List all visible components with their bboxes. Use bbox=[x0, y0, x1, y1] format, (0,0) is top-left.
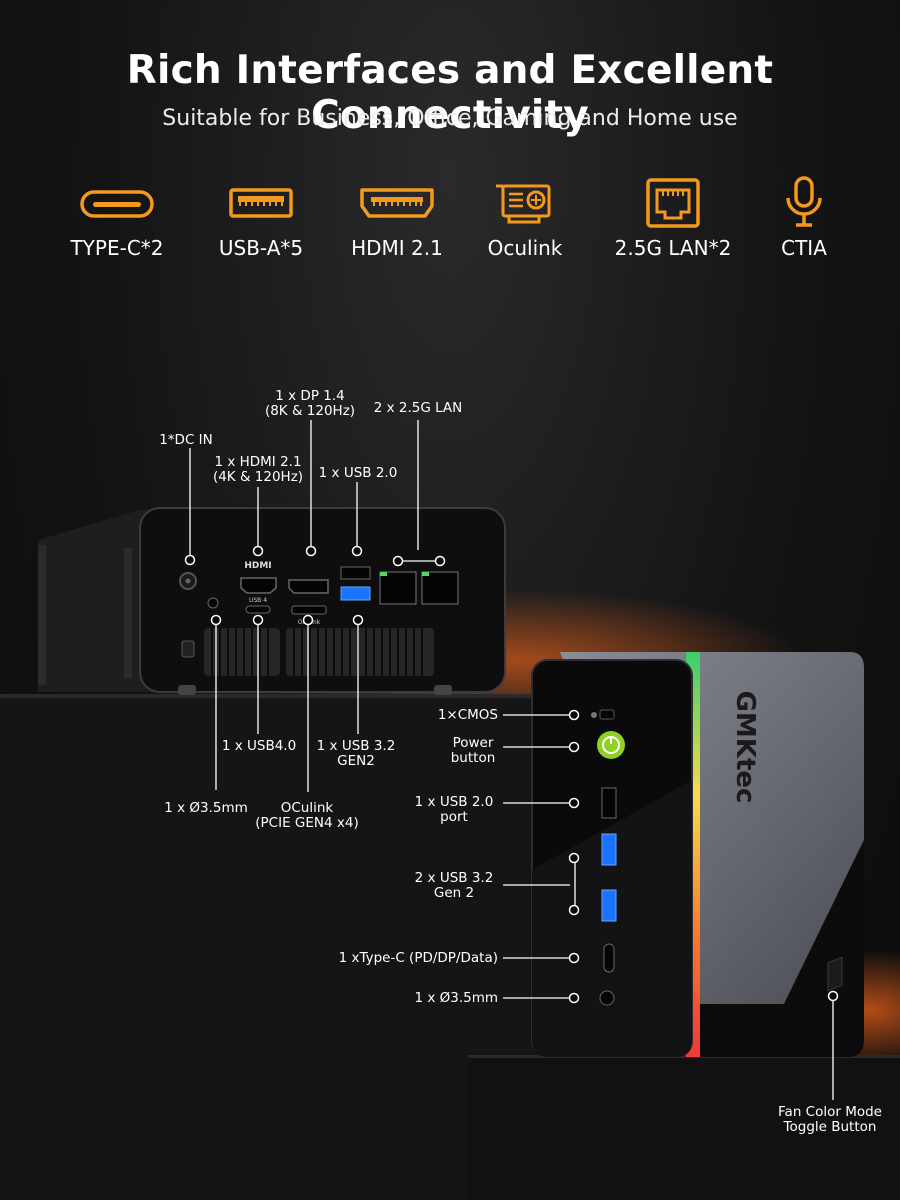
usb20-front-label-line2: port bbox=[440, 809, 468, 825]
hdmi-label-line1: 1 x HDMI 2.1 bbox=[214, 454, 302, 470]
microphone-icon bbox=[786, 176, 822, 227]
usb20-label: 1 x USB 2.0 bbox=[318, 465, 398, 481]
hdmi-label-line2: (4K & 120Hz) bbox=[212, 469, 304, 485]
fan-color-button-label-line1: Fan Color Mode bbox=[778, 1104, 882, 1120]
usb-a-port-icon bbox=[229, 188, 293, 218]
page-title: Rich Interfaces and Excellent Connectivi… bbox=[126, 48, 774, 138]
brand-logo: GMKtec bbox=[730, 691, 760, 804]
feature-type-c: TYPE-C*2 bbox=[47, 172, 187, 260]
power-button-label-line1: Power bbox=[452, 735, 494, 751]
usb32-rear-label: 1 x USB 3.2 GEN2 bbox=[306, 739, 406, 769]
dc-in-label: 1*DC IN bbox=[159, 432, 213, 448]
usb-c-port-icon bbox=[80, 190, 154, 218]
oculink-label-line2: (PCIE GEN4 x4) bbox=[255, 815, 359, 831]
power-button-label: Power button bbox=[440, 736, 506, 766]
feature-label: USB-A*5 bbox=[218, 236, 304, 260]
usb20-front-label: 1 x USB 2.0 port bbox=[406, 795, 502, 825]
dp-label: 1 x DP 1.4 (8K & 120Hz) bbox=[254, 389, 366, 419]
fan-color-button-label: Fan Color Mode Toggle Button bbox=[763, 1105, 897, 1135]
audio-front-label: 1 x Ø3.5mm bbox=[414, 990, 498, 1006]
dp-label-line2: (8K & 120Hz) bbox=[264, 403, 356, 419]
feature-label: TYPE-C*2 bbox=[70, 236, 164, 260]
usb20-front-label-line1: 1 x USB 2.0 bbox=[414, 794, 494, 810]
feature-lan: 2.5G LAN*2 bbox=[603, 172, 743, 260]
usb4-label: 1 x USB4.0 bbox=[221, 738, 297, 754]
fan-color-button-label-line2: Toggle Button bbox=[783, 1119, 877, 1135]
power-button-label-line2: button bbox=[450, 750, 496, 766]
audio-rear-label: 1 x Ø3.5mm bbox=[164, 800, 248, 816]
feature-ctia: CTIA bbox=[734, 172, 874, 260]
oculink-label: OCulink (PCIE GEN4 x4) bbox=[248, 801, 366, 831]
feature-label: 2.5G LAN*2 bbox=[614, 236, 732, 260]
dp-label-line1: 1 x DP 1.4 bbox=[275, 388, 345, 404]
feature-label: Oculink bbox=[487, 236, 563, 260]
hdmi-label: 1 x HDMI 2.1 (4K & 120Hz) bbox=[200, 455, 316, 485]
usb4-port-text: USB 4 bbox=[249, 597, 267, 604]
ethernet-port-icon bbox=[646, 178, 700, 228]
page-subtitle: Suitable for Business, Office, Gaming an… bbox=[162, 106, 738, 131]
hdmi-port-text: HDMI bbox=[244, 561, 271, 571]
lan-label: 2 x 2.5G LAN bbox=[373, 400, 463, 416]
usb32-front-label-line1: 2 x USB 3.2 bbox=[414, 870, 494, 886]
usb32-rear-label-line1: 1 x USB 3.2 bbox=[316, 738, 396, 754]
cmos-label: 1×CMOS bbox=[437, 707, 498, 723]
hdmi-port-icon bbox=[360, 188, 434, 218]
oculink-label-line1: OCulink bbox=[280, 800, 334, 816]
feature-oculink: Oculink bbox=[455, 172, 595, 260]
feature-label: CTIA bbox=[781, 236, 827, 260]
usb32-front-label: 2 x USB 3.2 Gen 2 bbox=[406, 871, 502, 901]
typec-front-label: 1 xType-C (PD/DP/Data) bbox=[338, 950, 498, 966]
feature-hdmi: HDMI 2.1 bbox=[327, 172, 467, 260]
usb32-rear-label-line2: GEN2 bbox=[337, 753, 375, 769]
oculink-card-icon bbox=[496, 184, 551, 224]
usb32-front-label-line2: Gen 2 bbox=[433, 885, 475, 901]
feature-label: HDMI 2.1 bbox=[351, 236, 443, 260]
feature-usb-a: USB-A*5 bbox=[191, 172, 331, 260]
